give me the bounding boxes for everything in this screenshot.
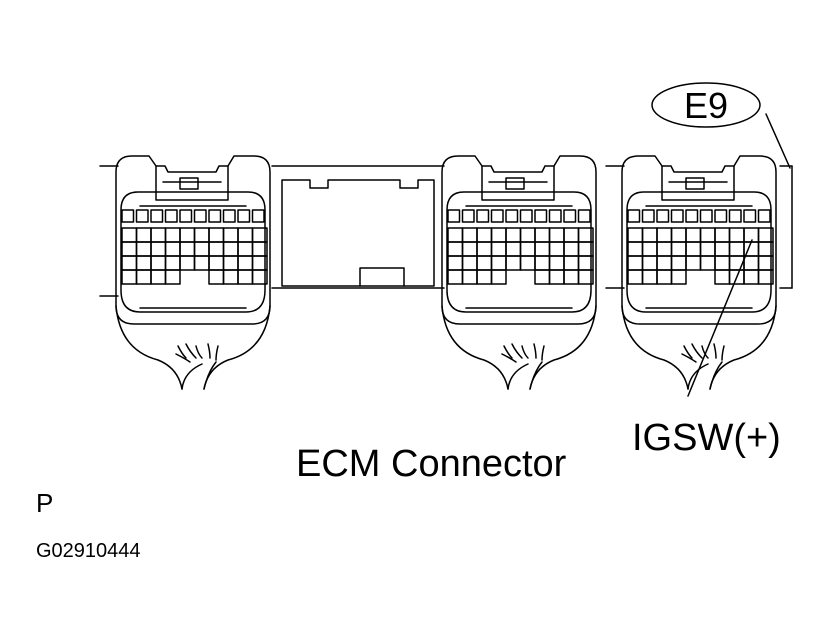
- terminal-grid-left: [121, 209, 268, 285]
- igsw-leader-line: [687, 239, 753, 397]
- ecm-center-cavity: [281, 179, 435, 287]
- connector-housing-middle: [441, 155, 597, 390]
- connector-housing-e9: [621, 155, 777, 390]
- e9-callout-leader: [765, 113, 791, 169]
- e9-callout-label: E9: [684, 85, 728, 126]
- terminal-grid-e9: [627, 209, 774, 285]
- igsw-terminal-label: IGSW(+): [632, 417, 781, 459]
- figure-code: G02910444: [36, 540, 141, 562]
- connector-housing-left: [115, 155, 271, 390]
- corner-letter: P: [36, 488, 53, 518]
- diagram-caption: ECM Connector: [296, 443, 567, 485]
- terminal-grid-middle: [447, 209, 594, 285]
- ecm-body-outline: [99, 165, 793, 297]
- e9-callout-bubble: [651, 82, 761, 128]
